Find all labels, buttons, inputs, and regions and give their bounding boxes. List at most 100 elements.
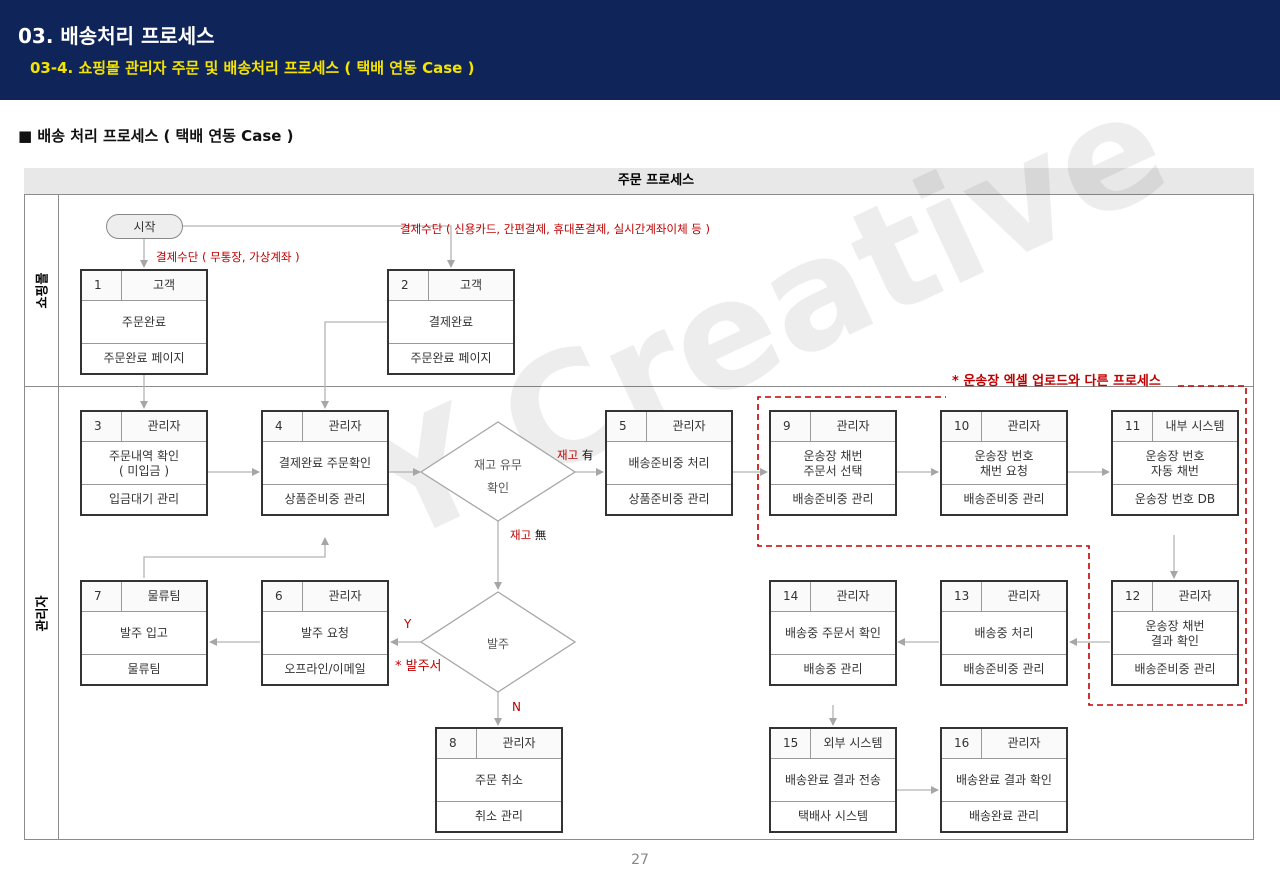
box-role: 관리자	[836, 419, 870, 433]
box-header: 11 내부 시스템	[1113, 412, 1237, 442]
box-footer: 물류팀	[82, 654, 206, 684]
box-number: 7	[82, 582, 122, 611]
label-stock-no-word: 재고	[510, 528, 532, 542]
page-title: 03. 배송처리 프로세스	[18, 24, 215, 48]
box-number: 6	[263, 582, 303, 611]
box-role: 내부 시스템	[1165, 419, 1225, 433]
box-footer: 주문완료 페이지	[82, 343, 206, 373]
box-role: 관리자	[672, 419, 706, 433]
lane-divider	[24, 386, 1254, 387]
box-main: 운송장 번호 자동 채번	[1145, 448, 1205, 478]
arrow-7-to-4	[143, 537, 329, 578]
box-main: 배송준비중 처리	[628, 456, 710, 470]
box-footer: 취소 관리	[437, 801, 561, 831]
box-role: 관리자	[328, 419, 362, 433]
box-header: 6 관리자	[263, 582, 387, 612]
label-pay-method-2: 결제수단 ( 신용카드, 간편결제, 휴대폰결제, 실시간계좌이체 등 )	[400, 222, 711, 236]
label-stock-no: 재고 無	[510, 527, 546, 543]
excel-process-boundary	[757, 385, 1247, 706]
box-footer: 배송준비중 관리	[771, 484, 895, 514]
label-order-yes: Y	[404, 617, 412, 631]
box-role: 외부 시스템	[823, 736, 883, 750]
box-footer: 상품준비중 관리	[263, 484, 387, 514]
box-header: 1 고객	[82, 271, 206, 301]
box-main: 주문 취소	[475, 773, 523, 787]
box-footer: 주문완료 페이지	[389, 343, 513, 373]
box-header: 2 고객	[389, 271, 513, 301]
box-role: 관리자	[1007, 736, 1041, 750]
label-order-no: N	[512, 700, 521, 714]
box-number: 1	[82, 271, 122, 300]
box-header: 3 관리자	[82, 412, 206, 442]
box-number: 9	[771, 412, 811, 441]
excel-process-note: * 운송장 엑셀 업로드와 다른 프로세스	[952, 374, 1161, 389]
label-stock-yes: 재고 有	[557, 447, 593, 463]
box-main: 배송완료 결과 확인	[956, 773, 1052, 787]
box-main: 주문완료	[121, 315, 167, 329]
box-main: 주문내역 확인 ( 미입금 )	[108, 448, 180, 478]
box-number: 15	[771, 729, 811, 758]
box-footer: 배송중 관리	[771, 654, 895, 684]
lane-header-shop: 쇼핑몰	[24, 195, 59, 386]
box-role: 관리자	[1178, 589, 1212, 603]
box-main: 배송중 처리	[974, 626, 1034, 640]
box-main: 운송장 채번 주문서 선택	[803, 448, 863, 478]
page-subtitle: 03-4. 쇼핑몰 관리자 주문 및 배송처리 프로세스 ( 택배 연동 Cas…	[30, 59, 475, 77]
section-title: ■ 배송 처리 프로세스 ( 택배 연동 Case )	[18, 127, 294, 145]
box-footer: 택배사 시스템	[771, 801, 895, 831]
line-start-to-right	[183, 225, 455, 268]
box-footer: 오프라인/이메일	[263, 654, 387, 684]
column-header: 주문 프로세스	[58, 168, 1254, 195]
box-main: 발주 입고	[120, 626, 168, 640]
lane-header-admin: 관리자	[24, 387, 59, 840]
box-footer: 운송장 번호 DB	[1113, 484, 1237, 514]
box-number: 16	[942, 729, 982, 758]
box-role: 관리자	[1007, 589, 1041, 603]
decision-order-label: 발주	[486, 637, 510, 651]
box-number: 3	[82, 412, 122, 441]
start-terminal: 시작	[106, 214, 183, 239]
label-pay-method-1: 결제수단 ( 무통장, 가상계좌 )	[156, 250, 300, 264]
box-header: 15 외부 시스템	[771, 729, 895, 759]
box-role: 고객	[459, 278, 483, 292]
process-box-9: 9 관리자 운송장 채번 주문서 선택 배송준비중 관리	[769, 410, 897, 516]
box-role: 물류팀	[147, 589, 181, 603]
box-role: 고객	[152, 278, 176, 292]
box-header: 9 관리자	[771, 412, 895, 442]
box-number: 8	[437, 729, 477, 758]
box-role: 관리자	[147, 419, 181, 433]
box-role: 관리자	[328, 589, 362, 603]
box-footer: 배송준비중 관리	[1113, 654, 1237, 684]
label-stock-no-mark: 無	[534, 528, 547, 542]
label-order-form: * 발주서	[395, 659, 442, 674]
box-header: 16 관리자	[942, 729, 1066, 759]
page-header: 03. 배송처리 프로세스 03-4. 쇼핑몰 관리자 주문 및 배송처리 프로…	[0, 0, 1280, 100]
box-number: 11	[1113, 412, 1153, 441]
box-number: 14	[771, 582, 811, 611]
box-number: 2	[389, 271, 429, 300]
box-role: 관리자	[836, 589, 870, 603]
page-number: 27	[631, 852, 649, 868]
label-stock-yes-mark: 有	[581, 448, 594, 462]
process-box-7: 7 물류팀 발주 입고 물류팀	[80, 580, 208, 686]
box-number: 13	[942, 582, 982, 611]
decision-stock	[419, 421, 577, 522]
decision-order	[419, 591, 577, 693]
box-number: 10	[942, 412, 982, 441]
decision-stock-line1: 재고 유무	[474, 458, 522, 472]
